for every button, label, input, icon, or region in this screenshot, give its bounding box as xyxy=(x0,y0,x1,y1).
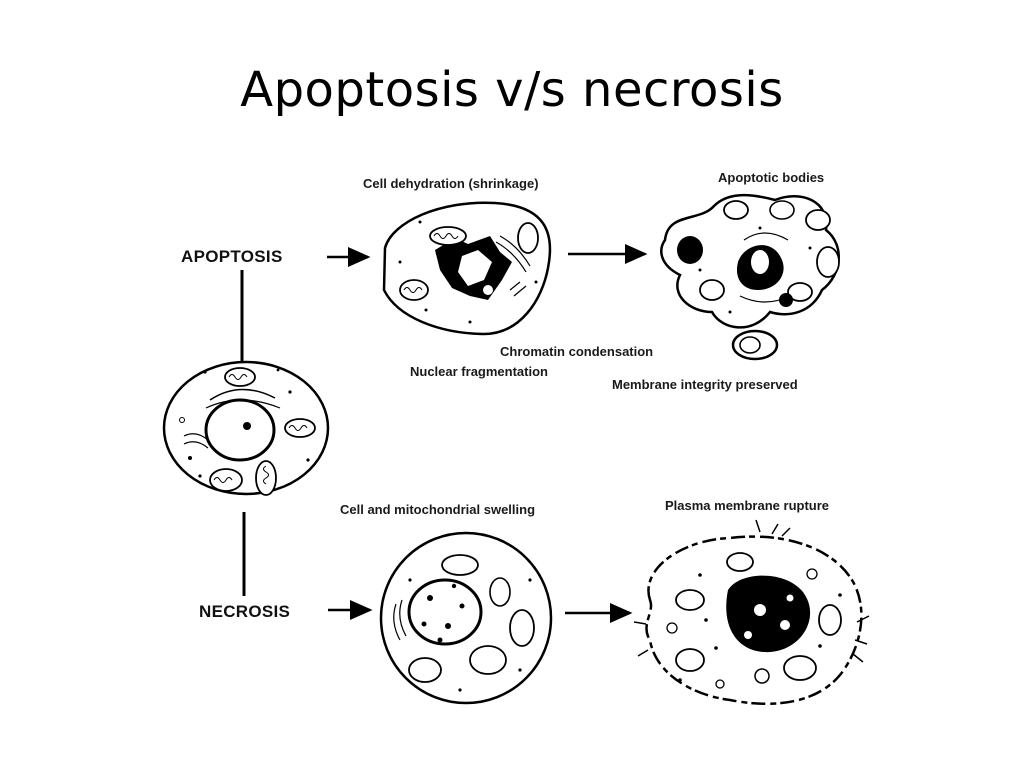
shrunken-cell xyxy=(382,201,552,336)
apoptotic-bodies-cell xyxy=(660,193,840,361)
normal-cell xyxy=(162,360,330,496)
rupture-caption: Plasma membrane rupture xyxy=(665,498,830,513)
apoptotic-bodies-caption: Apoptotic bodies xyxy=(718,170,825,185)
slide-title: Apoptosis v/s necrosis xyxy=(240,62,784,118)
apoptosis-label: APOPTOSIS xyxy=(181,247,283,266)
shrinkage-caption: Cell dehydration (shrinkage) xyxy=(363,176,539,191)
fragmentation-caption: Nuclear fragmentation xyxy=(410,364,548,379)
ruptured-cell xyxy=(633,519,870,705)
necrosis-label: NECROSIS xyxy=(199,602,291,621)
membrane-preserved-caption: Membrane integrity preserved xyxy=(612,377,798,392)
swollen-cell xyxy=(379,531,553,705)
chromatin-caption: Chromatin condensation xyxy=(500,344,654,359)
swelling-caption: Cell and mitochondrial swelling xyxy=(340,502,536,517)
